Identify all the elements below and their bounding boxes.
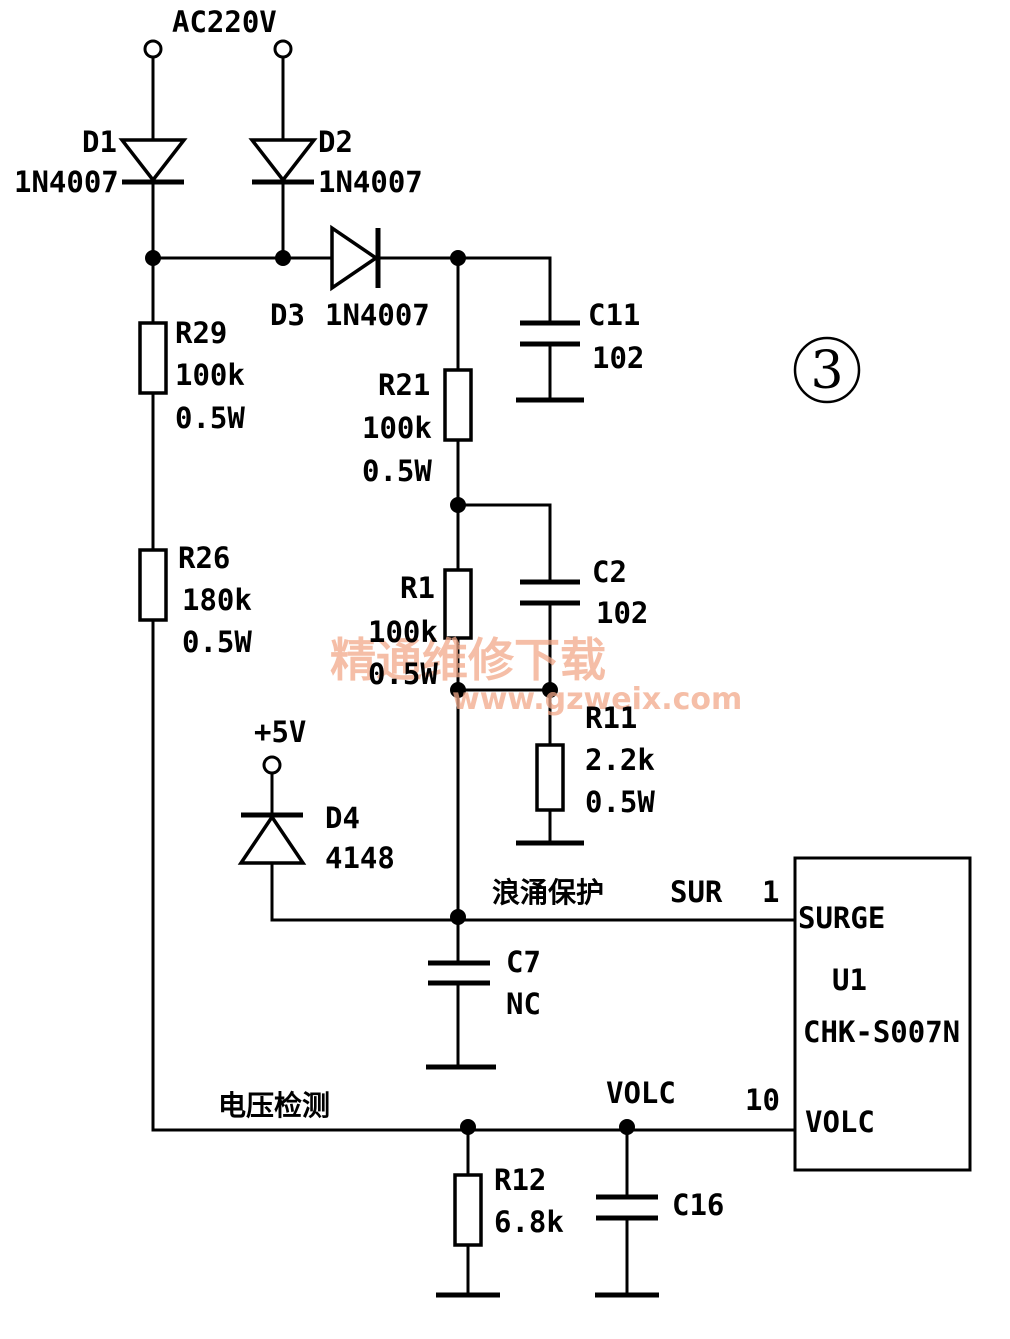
c7-ref: C7 — [506, 945, 541, 979]
r11-value: 2.2k — [585, 743, 655, 777]
junctions — [145, 250, 635, 1135]
r26-power: 0.5W — [182, 625, 252, 659]
resistor-r26 — [138, 548, 168, 622]
d3-ref: D3 — [270, 298, 305, 332]
watermark-url: www.gzweix.com — [452, 682, 742, 717]
ic-pin10-number: 10 — [745, 1083, 780, 1117]
d4-ref: D4 — [325, 801, 360, 835]
r12-value: 6.8k — [494, 1205, 564, 1239]
c11-ref: C11 — [588, 298, 640, 332]
surge-protection-label: 浪涌保护 — [492, 876, 604, 909]
ic-part-number: CHK-S007N — [803, 1015, 960, 1049]
c7-value: NC — [506, 987, 541, 1021]
r29-ref: R29 — [175, 316, 227, 350]
d2-value: 1N4007 — [318, 165, 423, 199]
diode-d2 — [248, 138, 318, 185]
vcc-label: +5V — [254, 715, 306, 749]
c11-value: 102 — [592, 341, 644, 375]
c16-ref: C16 — [672, 1188, 724, 1222]
ac-terminal-left — [143, 39, 163, 59]
figure-number-badge: 3 — [793, 336, 861, 404]
r26-value: 180k — [182, 583, 252, 617]
r21-power: 0.5W — [362, 454, 432, 488]
r29-power: 0.5W — [175, 401, 245, 435]
resistor-r11 — [535, 743, 565, 812]
r21-ref: R21 — [378, 368, 430, 402]
voltage-detect-label: 电压检测 — [218, 1089, 330, 1122]
watermark-text: 精通维修下载 — [330, 633, 606, 687]
d3-value: 1N4007 — [325, 298, 430, 332]
capacitor-c2 — [520, 579, 580, 606]
resistor-r12 — [453, 1173, 483, 1247]
d4-value: 4148 — [325, 841, 395, 875]
capacitor-c7 — [428, 960, 490, 986]
ac-terminal-right — [273, 39, 293, 59]
d1-value: 1N4007 — [14, 165, 119, 199]
d2-ref: D2 — [318, 125, 353, 159]
diode-d1 — [118, 138, 188, 185]
r21-value: 100k — [362, 411, 432, 445]
ac-supply-label: AC220V — [172, 5, 277, 39]
diode-d3 — [330, 224, 381, 292]
sur-net-label: SUR — [670, 875, 723, 909]
r1-ref: R1 — [400, 571, 435, 605]
ic-u1 — [793, 856, 972, 1172]
r1-power: 0.5W — [368, 657, 438, 691]
terminals — [143, 39, 293, 775]
r12-ref: R12 — [494, 1163, 546, 1197]
ground-bars — [426, 397, 659, 1298]
diode-d4 — [237, 812, 307, 865]
r26-ref: R26 — [178, 541, 230, 575]
c2-value: 102 — [596, 596, 648, 630]
r11-ref: R11 — [585, 701, 637, 735]
vcc-terminal — [262, 755, 282, 775]
r11-power: 0.5W — [585, 785, 655, 819]
c2-ref: C2 — [592, 555, 627, 589]
watermark: 精通维修下载 www.gzweix.com — [330, 633, 742, 717]
resistors — [138, 321, 565, 1247]
ic-pin1-name: SURGE — [798, 901, 885, 935]
r1-value: 100k — [368, 615, 438, 649]
ic-pin1-number: 1 — [762, 875, 779, 909]
figure-number: 3 — [810, 341, 843, 401]
r29-value: 100k — [175, 358, 245, 392]
capacitor-c16 — [596, 1194, 658, 1221]
ic-ref: U1 — [832, 963, 867, 997]
volc-net-label: VOLC — [606, 1076, 676, 1110]
d1-ref: D1 — [82, 125, 117, 159]
wires — [151, 56, 797, 1297]
resistor-r1 — [443, 568, 473, 640]
resistor-r29 — [138, 321, 168, 395]
resistor-r21 — [443, 368, 473, 442]
labels: AC220V D1 1N4007 D2 1N4007 D3 1N4007 C11… — [14, 5, 960, 1239]
ic-pin10-name: VOLC — [805, 1105, 875, 1139]
capacitor-c11 — [520, 320, 580, 347]
